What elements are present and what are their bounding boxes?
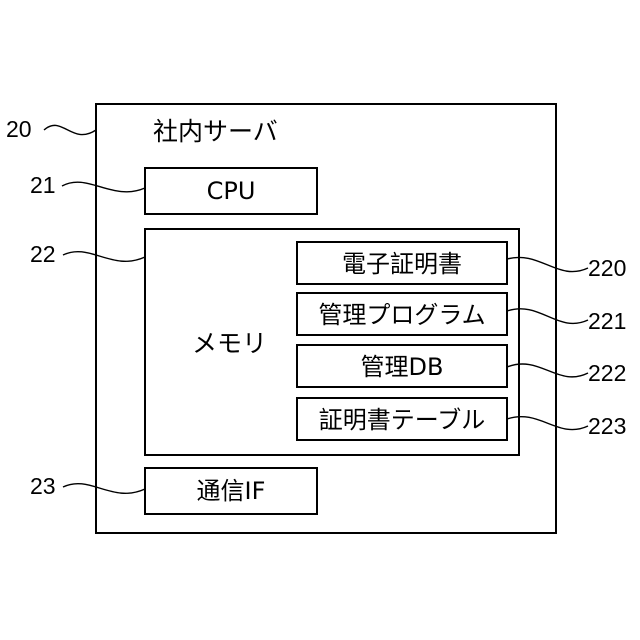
memory-item-label: 管理DB [361, 353, 444, 381]
memory-item-certificate-table: 証明書テーブル 223 [297, 398, 626, 440]
memory-item-label: 証明書テーブル [319, 406, 486, 434]
memory-item-certificate: 電子証明書 220 [297, 242, 626, 284]
cpu-label: CPU [207, 177, 256, 205]
memory-item-ref-number: 220 [588, 255, 626, 281]
server-leader-line [44, 125, 96, 134]
memory-item-label: 電子証明書 [342, 250, 462, 278]
memory-label: メモリ [192, 329, 267, 358]
server-ref-number: 20 [6, 116, 32, 142]
server-title: 社内サーバ [153, 117, 278, 146]
memory-ref-number: 22 [30, 241, 56, 267]
memory-item-ref-number: 222 [588, 360, 626, 386]
comm-if-ref-number: 23 [30, 473, 56, 499]
memory-item-management-db: 管理DB 222 [297, 345, 626, 387]
memory-item-ref-number: 223 [588, 413, 626, 439]
memory-item-ref-number: 221 [588, 308, 626, 334]
comm-if-label: 通信IF [197, 477, 266, 505]
memory-item-management-program: 管理プログラム 221 [297, 293, 626, 335]
memory-item-label: 管理プログラム [318, 301, 485, 329]
cpu-ref-number: 21 [30, 172, 56, 198]
